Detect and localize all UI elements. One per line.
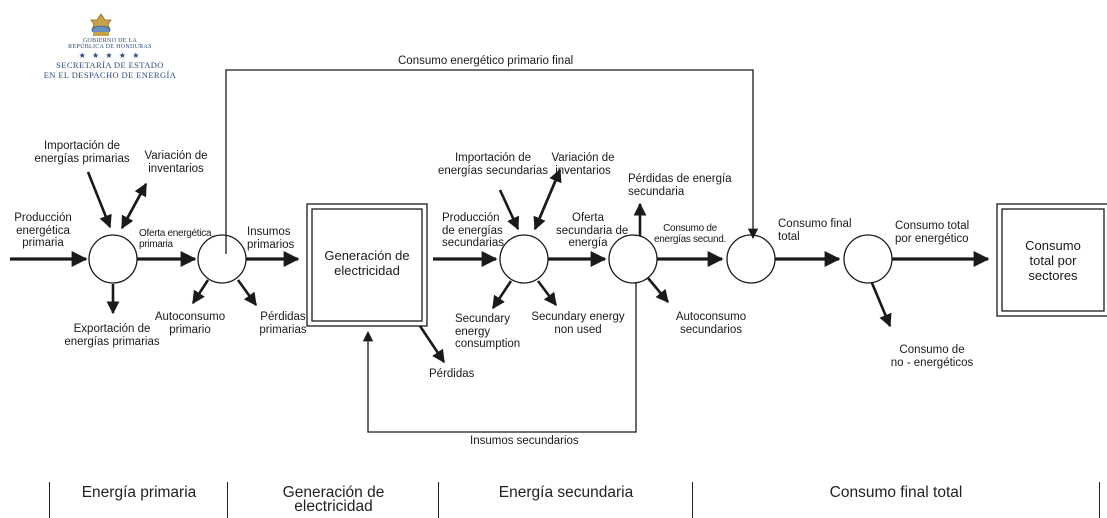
node-produccion-secundaria xyxy=(499,234,549,284)
logo-dept-line2: EN EL DESPACHO DE ENERGÍA xyxy=(43,70,177,80)
logo-org-line1: GOBIERNO DE LA xyxy=(82,38,138,44)
arrow-variacion-inventarios-1b xyxy=(120,183,148,230)
consumo-primario-final-line xyxy=(225,69,759,254)
section-name: Consumo final total xyxy=(829,484,963,501)
arrow-secondary-consumption xyxy=(491,280,513,310)
section-name: Energía primaria xyxy=(81,484,197,501)
arrow-variacion-inventarios-2b xyxy=(533,169,562,231)
box-consumo-sectores xyxy=(996,203,1107,317)
section-name: Energía secundaria xyxy=(498,484,634,501)
label-insumos-secundarios: Insumos secundarios xyxy=(470,435,579,447)
section-name: Generación de electricidad xyxy=(282,484,385,515)
arrow-autoconsumo-secundarios xyxy=(647,277,669,303)
label-consumo-primario-final: Consumo energético primario final xyxy=(398,55,574,67)
arrow-perdidas-generacion xyxy=(418,325,446,364)
arrow-secondary-non-used xyxy=(536,280,558,307)
arrow-autoconsumo-primario xyxy=(191,279,210,305)
arrow-perdidas-primarias xyxy=(236,279,258,307)
section-generacion: Generación de electricidad xyxy=(227,482,439,518)
node-primaria xyxy=(88,234,138,284)
arrow-importacion-primarias xyxy=(86,171,112,229)
label-perdidas: Pérdidas xyxy=(429,368,475,380)
logo: GOBIERNO DE LA REPÚBLICA DE HONDURAS ★ ★… xyxy=(40,8,180,80)
arrow-importacion-secundarias xyxy=(498,189,520,231)
insumos-secundarios-line xyxy=(362,282,637,433)
box-generacion xyxy=(306,203,428,327)
logo-dept-line1: SECRETARÍA DE ESTADO xyxy=(56,60,164,70)
section-consumo-final: Consumo final total xyxy=(692,482,1100,518)
honduras-coat-of-arms-icon xyxy=(90,13,112,36)
arrow-consumo-no-energeticos xyxy=(870,282,892,328)
section-energia-secundaria: Energía secundaria xyxy=(438,482,693,518)
logo-stars: ★ ★ ★ ★ ★ xyxy=(78,51,142,60)
logo-org-line2: REPÚBLICA DE HONDURAS xyxy=(68,44,152,50)
section-energia-primaria: Energía primaria xyxy=(49,482,228,518)
node-consumo-final xyxy=(726,234,776,284)
